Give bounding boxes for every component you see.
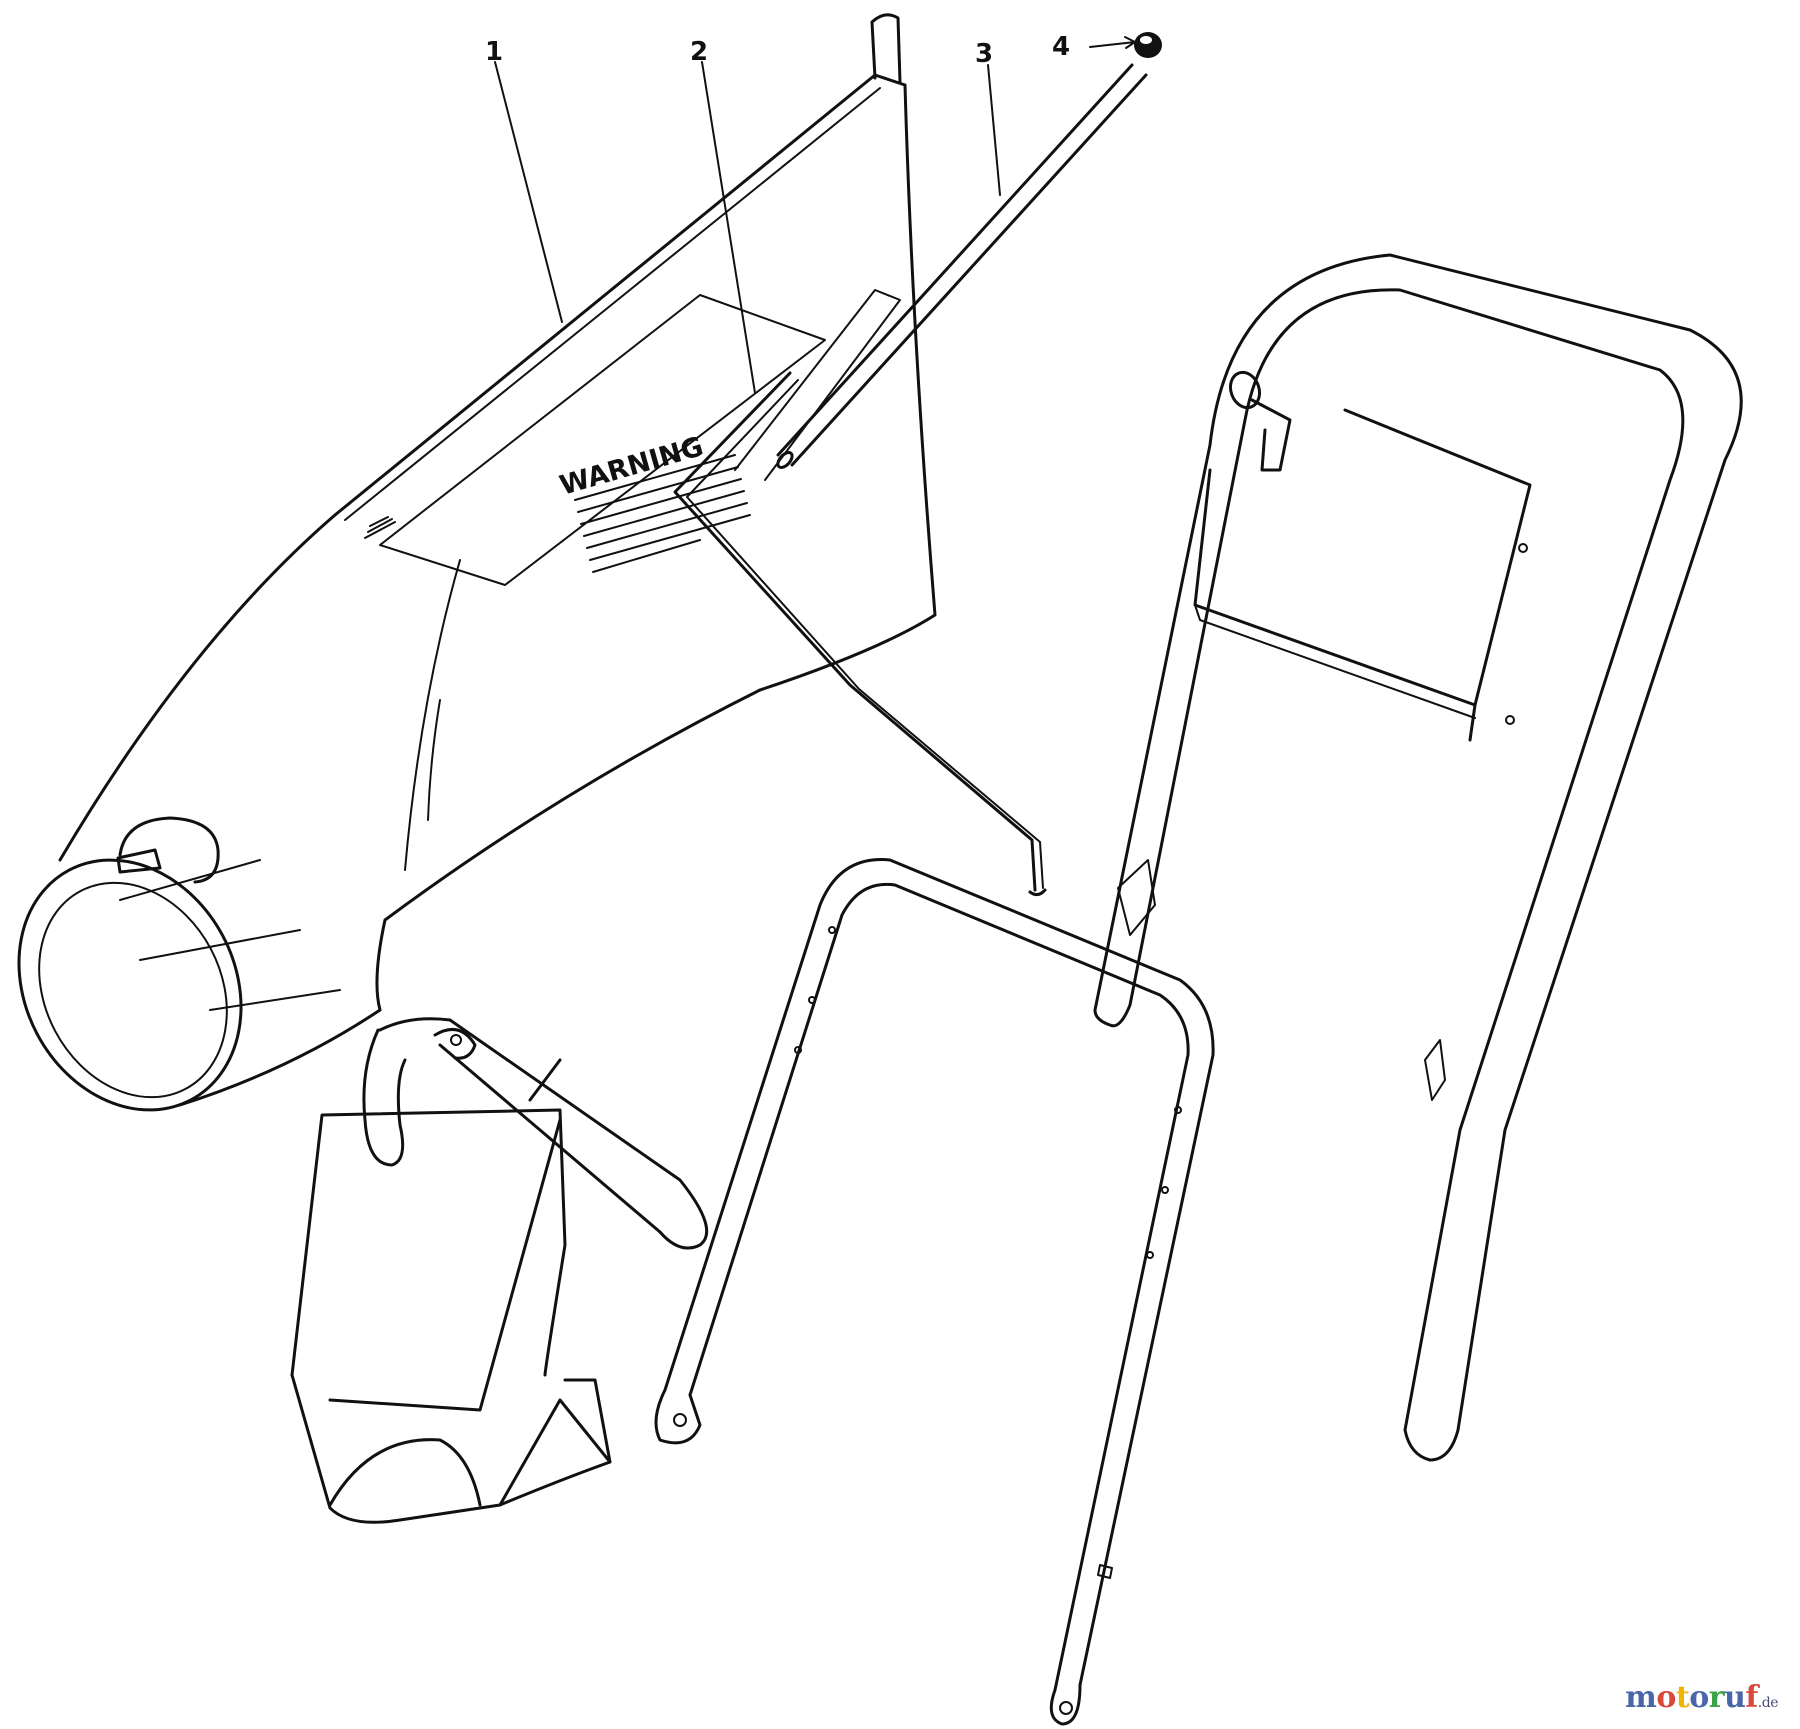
watermark-letter: o: [1656, 1680, 1676, 1715]
watermark-text: motoruf: [1625, 1680, 1758, 1715]
callout-number-2: 2: [690, 37, 708, 67]
discharge-chute: [290, 1017, 709, 1524]
watermark-letter: r: [1708, 1680, 1725, 1715]
bag-warning-label: WARNING: [556, 431, 706, 501]
watermark-letter: u: [1724, 1680, 1746, 1715]
cap-part: [1134, 32, 1162, 58]
watermark-letter: o: [1689, 1680, 1709, 1715]
callout-number-3: 3: [975, 39, 993, 69]
lower-handle: [654, 858, 1215, 1726]
straight-rod: [776, 63, 1148, 469]
bag-frame-rod: [673, 371, 1047, 897]
watermark-tld: .de: [1757, 1695, 1779, 1711]
upper-handle: [1093, 253, 1743, 1462]
watermark-letter: m: [1625, 1680, 1657, 1715]
warning-text-lines: [574, 454, 751, 573]
watermark-letter: f: [1745, 1680, 1758, 1715]
callout-number-4: 4: [1052, 32, 1070, 62]
callout-leaders: [494, 36, 1136, 394]
watermark-logo: motoruf.de: [1625, 1680, 1778, 1715]
watermark-letter: t: [1675, 1680, 1690, 1715]
grass-bag: [17, 13, 937, 1112]
callout-number-1: 1: [485, 37, 503, 67]
